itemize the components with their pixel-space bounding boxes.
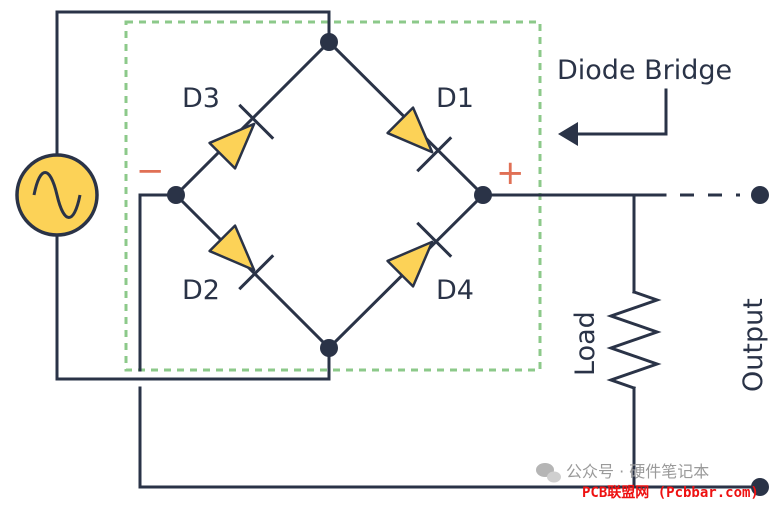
- output-terminal-top: [751, 186, 769, 204]
- d1-label: D1: [436, 83, 474, 114]
- diode-d4: [386, 221, 453, 288]
- d3-label: D3: [182, 83, 220, 114]
- output-label: Output: [738, 298, 769, 392]
- sine-wave-icon: [32, 171, 82, 219]
- load-label: Load: [570, 311, 601, 376]
- wire-d2-branch: [173, 192, 332, 351]
- output-terminal-bottom: [751, 478, 769, 496]
- wechat-icon: [536, 463, 561, 483]
- callout-arrow-line: [568, 88, 668, 136]
- diode-d1: [386, 106, 453, 173]
- diode-d2: [208, 224, 275, 291]
- diode-d3: [208, 103, 275, 170]
- callout-arrow-head: [558, 122, 578, 146]
- watermark-site-text: PCB联盟网 (Pcbbar.com): [582, 485, 759, 501]
- wire-negative-return: [138, 386, 762, 489]
- node-left: [167, 186, 185, 204]
- wire-source-bottom: [55, 228, 331, 381]
- diode-bridge-label: Diode Bridge: [557, 55, 732, 86]
- node-right: [474, 186, 492, 204]
- node-bottom: [320, 339, 338, 357]
- wire-source-top: [55, 10, 331, 162]
- plus-sign: +: [496, 153, 525, 193]
- watermark-text: 公众号 · 硬件笔记本: [566, 462, 709, 481]
- d2-label: D2: [182, 275, 220, 306]
- d4-label: D4: [436, 275, 474, 306]
- wire-negative-rail: [138, 193, 178, 372]
- load-resistor: [606, 290, 662, 390]
- minus-sign: −: [136, 151, 165, 191]
- node-top: [320, 33, 338, 51]
